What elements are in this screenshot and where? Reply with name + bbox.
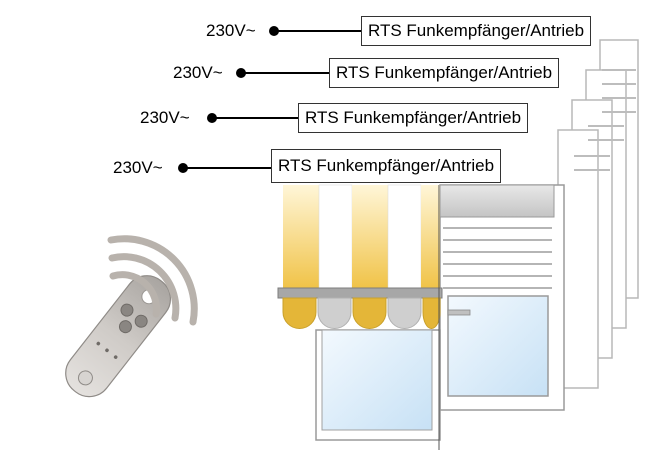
roller-shutter-window bbox=[439, 184, 565, 411]
receiver-label-box: RTS Funkempfänger/Antrieb bbox=[271, 149, 502, 183]
awning-valance bbox=[282, 297, 441, 329]
voltage-label: 230V~ bbox=[140, 108, 190, 127]
power-connection-dot bbox=[207, 113, 217, 123]
power-wire bbox=[245, 72, 329, 74]
voltage-label: 230V~ bbox=[173, 63, 223, 82]
voltage-label: 230V~ bbox=[113, 158, 163, 177]
receiver-label-box: RTS Funkempfänger/Antrieb bbox=[361, 16, 592, 46]
receiver-row-2: 230V~ RTS Funkempfänger/Antrieb bbox=[0, 58, 650, 88]
receiver-row-3: 230V~ RTS Funkempfänger/Antrieb bbox=[0, 103, 650, 133]
power-wire bbox=[187, 167, 271, 169]
remote-control-icon bbox=[65, 275, 172, 398]
awning-stripes bbox=[283, 184, 440, 291]
power-connection-dot bbox=[178, 163, 188, 173]
receiver-row-4: 230V~ RTS Funkempfänger/Antrieb bbox=[0, 149, 650, 183]
receiver-row-1: 230V~ RTS Funkempfänger/Antrieb bbox=[0, 16, 650, 46]
power-connection-dot bbox=[236, 68, 246, 78]
awning-window bbox=[277, 184, 443, 450]
receiver-label-box: RTS Funkempfänger/Antrieb bbox=[329, 58, 560, 88]
power-connection-dot bbox=[269, 26, 279, 36]
radio-signal-icon bbox=[107, 235, 198, 326]
receiver-label-box: RTS Funkempfänger/Antrieb bbox=[298, 103, 529, 133]
power-wire bbox=[216, 117, 300, 119]
voltage-label: 230V~ bbox=[206, 21, 256, 40]
power-wire bbox=[278, 30, 362, 32]
stacked-window-frames bbox=[557, 39, 639, 389]
shutter-slats bbox=[443, 227, 552, 289]
